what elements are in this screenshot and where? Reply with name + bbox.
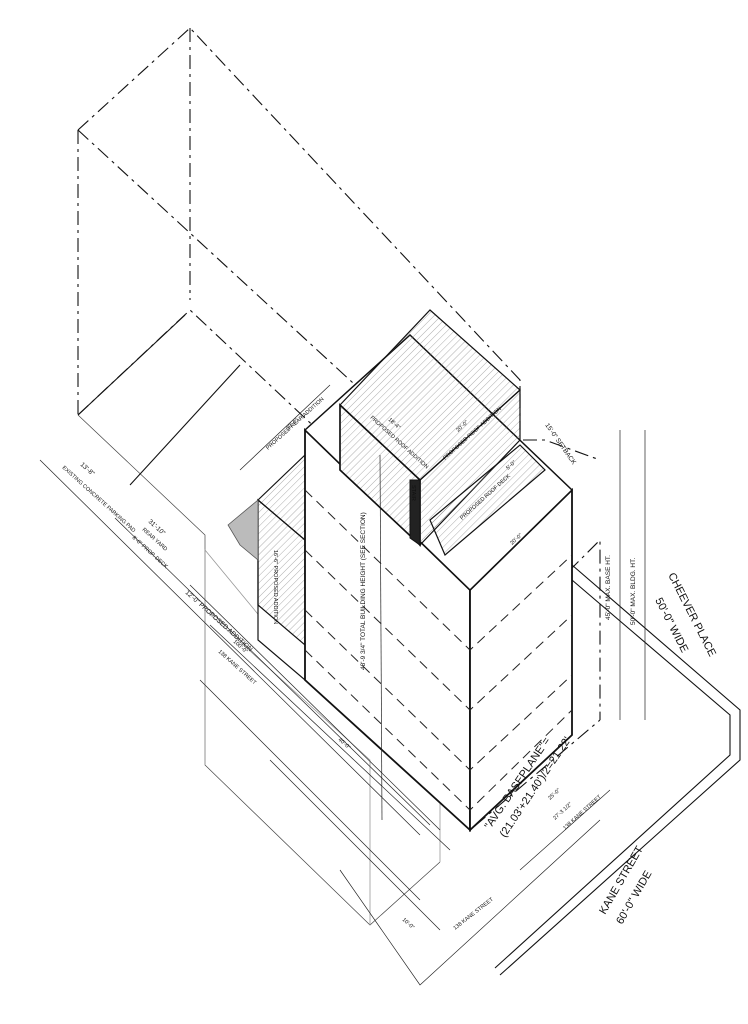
dim-13-8: 13'-8": [79, 461, 97, 478]
dim-10-0: 10'-0": [401, 917, 415, 931]
proposed-addition-label: 12'-0" PROPOSED ADDITION: [184, 589, 254, 653]
dimension-lines: [39, 384, 646, 986]
setback-label: 15'-0" SETBACK: [543, 422, 577, 466]
kane-138-bottom: 138 KANE STREET: [453, 896, 496, 931]
prop-deck-label: 8'-0" PROP. DECK: [131, 535, 169, 570]
side-addition-label: 16'-6" PROPOSED ADDITION: [272, 550, 278, 624]
dim-5-0: 5'-0": [505, 460, 517, 472]
max-base-ht-label: 45'-0" MAX. BASE HT.: [605, 555, 612, 620]
kane-138-right: 138 KANE STREET: [562, 794, 603, 832]
dim-25-0: 25'-0": [547, 788, 561, 802]
max-bldg-ht-label: 50'-0" MAX. BLDG. HT.: [630, 558, 637, 625]
stair-label: STAIR: [410, 485, 416, 501]
street-curbs: [494, 564, 741, 976]
roof-addition: [339, 309, 546, 556]
dim-40-0: 40'-0": [337, 737, 351, 751]
total-height-label: 48'-9 3/4" TOTAL BUILDING HEIGHT (SEE SE…: [360, 512, 367, 670]
existing-parking-label: EXISTING CONCRETE PARKING PAD: [61, 465, 137, 534]
